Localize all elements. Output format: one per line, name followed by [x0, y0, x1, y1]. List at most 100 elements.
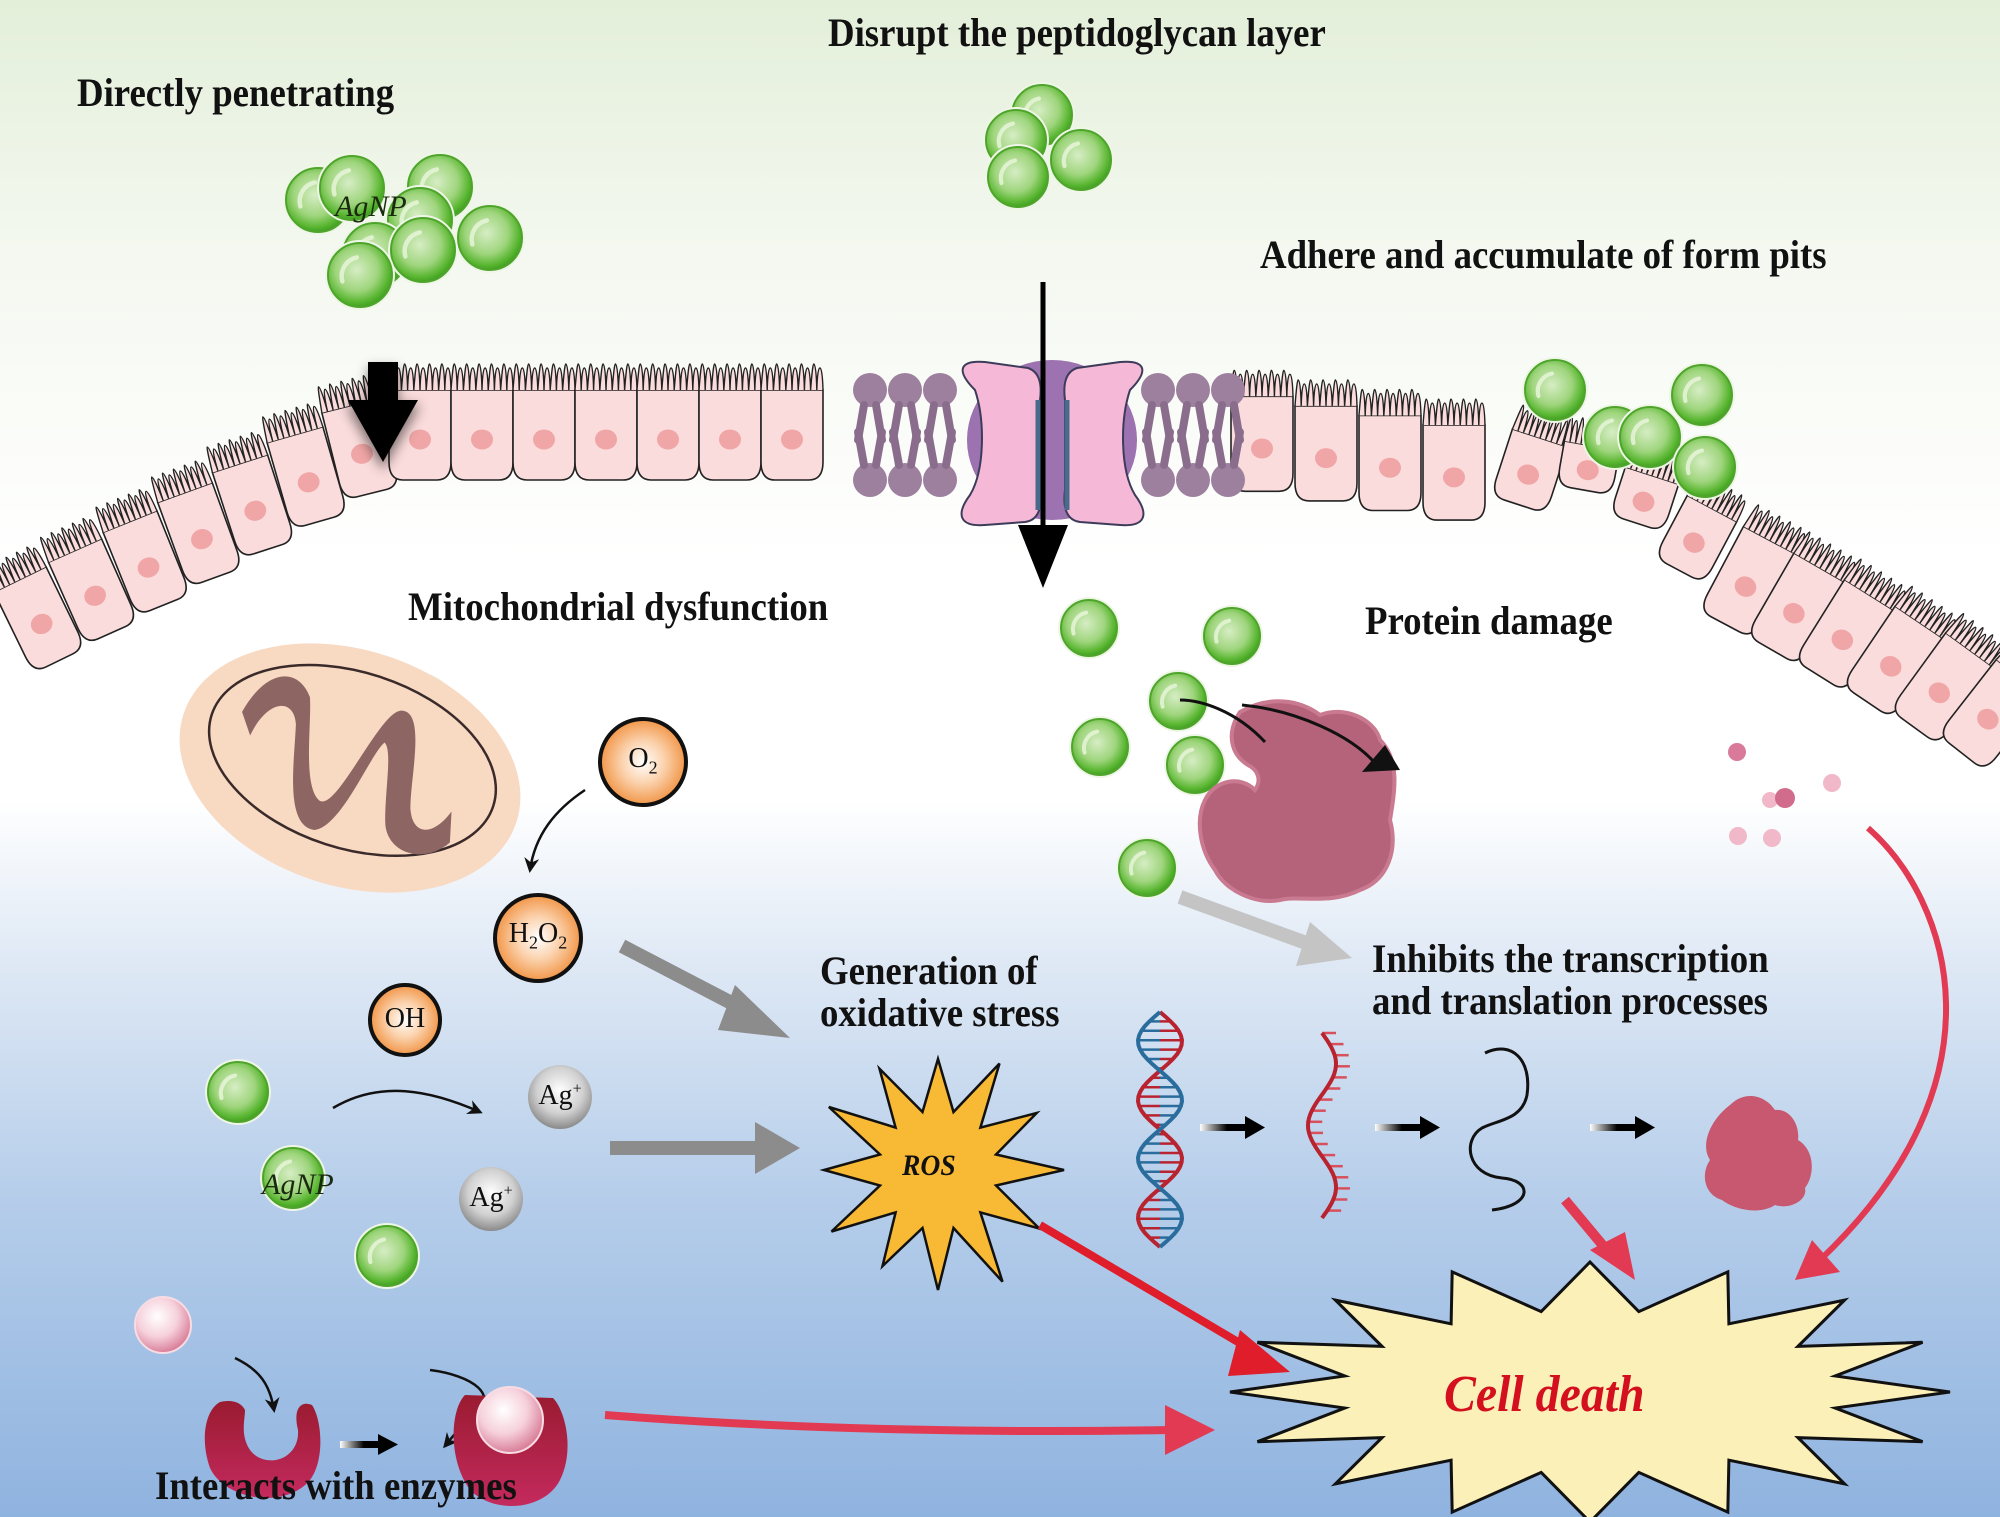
ros-to-death-arrow: [1037, 1221, 1290, 1376]
o2-subscript: 2: [648, 757, 658, 778]
substrate-molecule: [134, 1296, 192, 1354]
protein-fragments: [1728, 743, 1841, 847]
lipid-tail: [889, 428, 921, 469]
epithelial-cell: [450, 363, 514, 481]
translation-to-death-arrow: [1561, 1196, 1635, 1280]
h2o2-o: O: [538, 918, 559, 949]
h2o2-h-sub: 2: [529, 932, 538, 953]
lipid-bilayer: [853, 373, 1245, 497]
agnp-particle: [205, 1059, 271, 1125]
cell-nucleus: [1251, 438, 1273, 459]
agnp-to-protein-arrow: [1179, 698, 1267, 744]
polypeptide-chain: [1468, 1047, 1530, 1212]
label-oxidative-stress: Generation of oxidative stress: [820, 948, 1060, 1035]
label-agnp-cluster: AgNP: [335, 190, 407, 223]
cell-nucleus: [471, 429, 493, 450]
label-protein-damage: Protein damage: [1365, 598, 1613, 643]
agnp-particle: [1048, 127, 1114, 193]
lipid-head: [1141, 463, 1175, 497]
lipid-head: [923, 463, 957, 497]
epithelial-cell: [760, 363, 824, 481]
epithelial-cell: [512, 363, 576, 481]
ag-charge: +: [572, 1080, 582, 1098]
h2o2-to-stress-arrow: [618, 939, 790, 1038]
dna-double-helix: [1135, 1010, 1185, 1249]
o2-molecule: [598, 717, 688, 807]
cell-nucleus: [191, 529, 213, 550]
cell-nucleus: [351, 443, 373, 464]
bound-substrate: [476, 1386, 544, 1454]
h2o2-label: H2O2: [495, 918, 581, 954]
label-agnp-free: AgNP: [262, 1168, 334, 1201]
cell-membrane: [0, 363, 2000, 767]
ion-to-ros-arrow: [610, 1122, 800, 1174]
label-directly-penetrating: Directly penetrating: [77, 70, 395, 115]
agnp-to-ion-arrow: [332, 1089, 483, 1115]
agnp-particle: [1201, 605, 1263, 667]
label-disrupt-peptidoglycan: Disrupt the peptidoglycan layer: [828, 10, 1326, 55]
cell-nucleus: [1783, 602, 1805, 624]
h2o2-h: H: [508, 918, 529, 949]
substrate-to-enzyme-arrow: [234, 1356, 280, 1413]
agnp-particle: [1058, 597, 1120, 659]
arrowhead-icon: [1362, 745, 1400, 772]
lipid-tail: [1142, 428, 1174, 469]
epithelial-cell: [1942, 640, 2000, 767]
ag-ion-label-1: Ag+: [530, 1080, 590, 1112]
cell-nucleus: [1977, 708, 1999, 730]
cell-nucleus: [657, 429, 679, 450]
cell-nucleus: [1315, 448, 1337, 469]
cell-nucleus: [409, 429, 431, 450]
agnp-particle: [388, 215, 458, 285]
epithelial-cell: [1422, 398, 1486, 521]
transcription-arrows: [1200, 1116, 1655, 1139]
o2-base: O: [628, 743, 649, 774]
epithelial-cell: [39, 517, 135, 642]
damaged-protein: [1197, 699, 1397, 903]
rna-backbone: [1305, 1031, 1339, 1220]
penetration-arrow: [346, 362, 420, 470]
peptidoglycan-arrow: [1018, 282, 1068, 588]
ag-ion-label-2: Ag+: [461, 1182, 521, 1214]
epithelial-cell: [0, 546, 82, 670]
lipid-head: [888, 373, 922, 407]
agnp-to-protein-curve: [1241, 703, 1381, 769]
agnp-particle: [455, 203, 525, 273]
agnp-particle: [985, 144, 1051, 210]
cell-nucleus: [244, 500, 267, 521]
epithelial-cell: [150, 460, 240, 585]
lipid-head: [1211, 373, 1245, 407]
cell-nucleus: [533, 429, 555, 450]
lipid-head: [1176, 463, 1210, 497]
oh-label: OH: [384, 1003, 426, 1034]
ag-base: Ag: [538, 1080, 573, 1111]
enzyme-open: [204, 1400, 321, 1498]
mrna-strand: [1305, 1031, 1350, 1220]
label-inhibits-transcription: Inhibits the transcription and translati…: [1372, 936, 1769, 1023]
epithelial-cell: [1798, 558, 1906, 688]
protein-to-death-arrow: [1795, 825, 1949, 1280]
epithelial-cell: [574, 363, 638, 481]
lipid-head: [923, 373, 957, 407]
cell-nucleus: [1928, 682, 1950, 704]
mitochondrion: [179, 643, 521, 893]
label-cell-death: Cell death: [1444, 1366, 1645, 1423]
folded-protein: [1704, 1095, 1812, 1211]
ag-charge: +: [503, 1182, 513, 1200]
label-ros: ROS: [902, 1149, 956, 1182]
lipid-tail: [924, 428, 956, 469]
ag-base: Ag: [469, 1182, 504, 1213]
agnp-particle: [1669, 362, 1735, 428]
cell-nucleus: [1734, 576, 1757, 597]
lipid-head: [888, 463, 922, 497]
agnp-particle: [317, 153, 387, 223]
cell-nucleus: [84, 585, 106, 606]
oh-radical: [368, 983, 442, 1057]
epithelial-cell: [95, 489, 187, 613]
lipid-tail: [1212, 428, 1244, 469]
cell-nucleus: [719, 429, 741, 450]
cell-nucleus: [1443, 467, 1465, 488]
cell-nucleus: [1831, 629, 1854, 651]
cell-nucleus: [137, 557, 160, 578]
